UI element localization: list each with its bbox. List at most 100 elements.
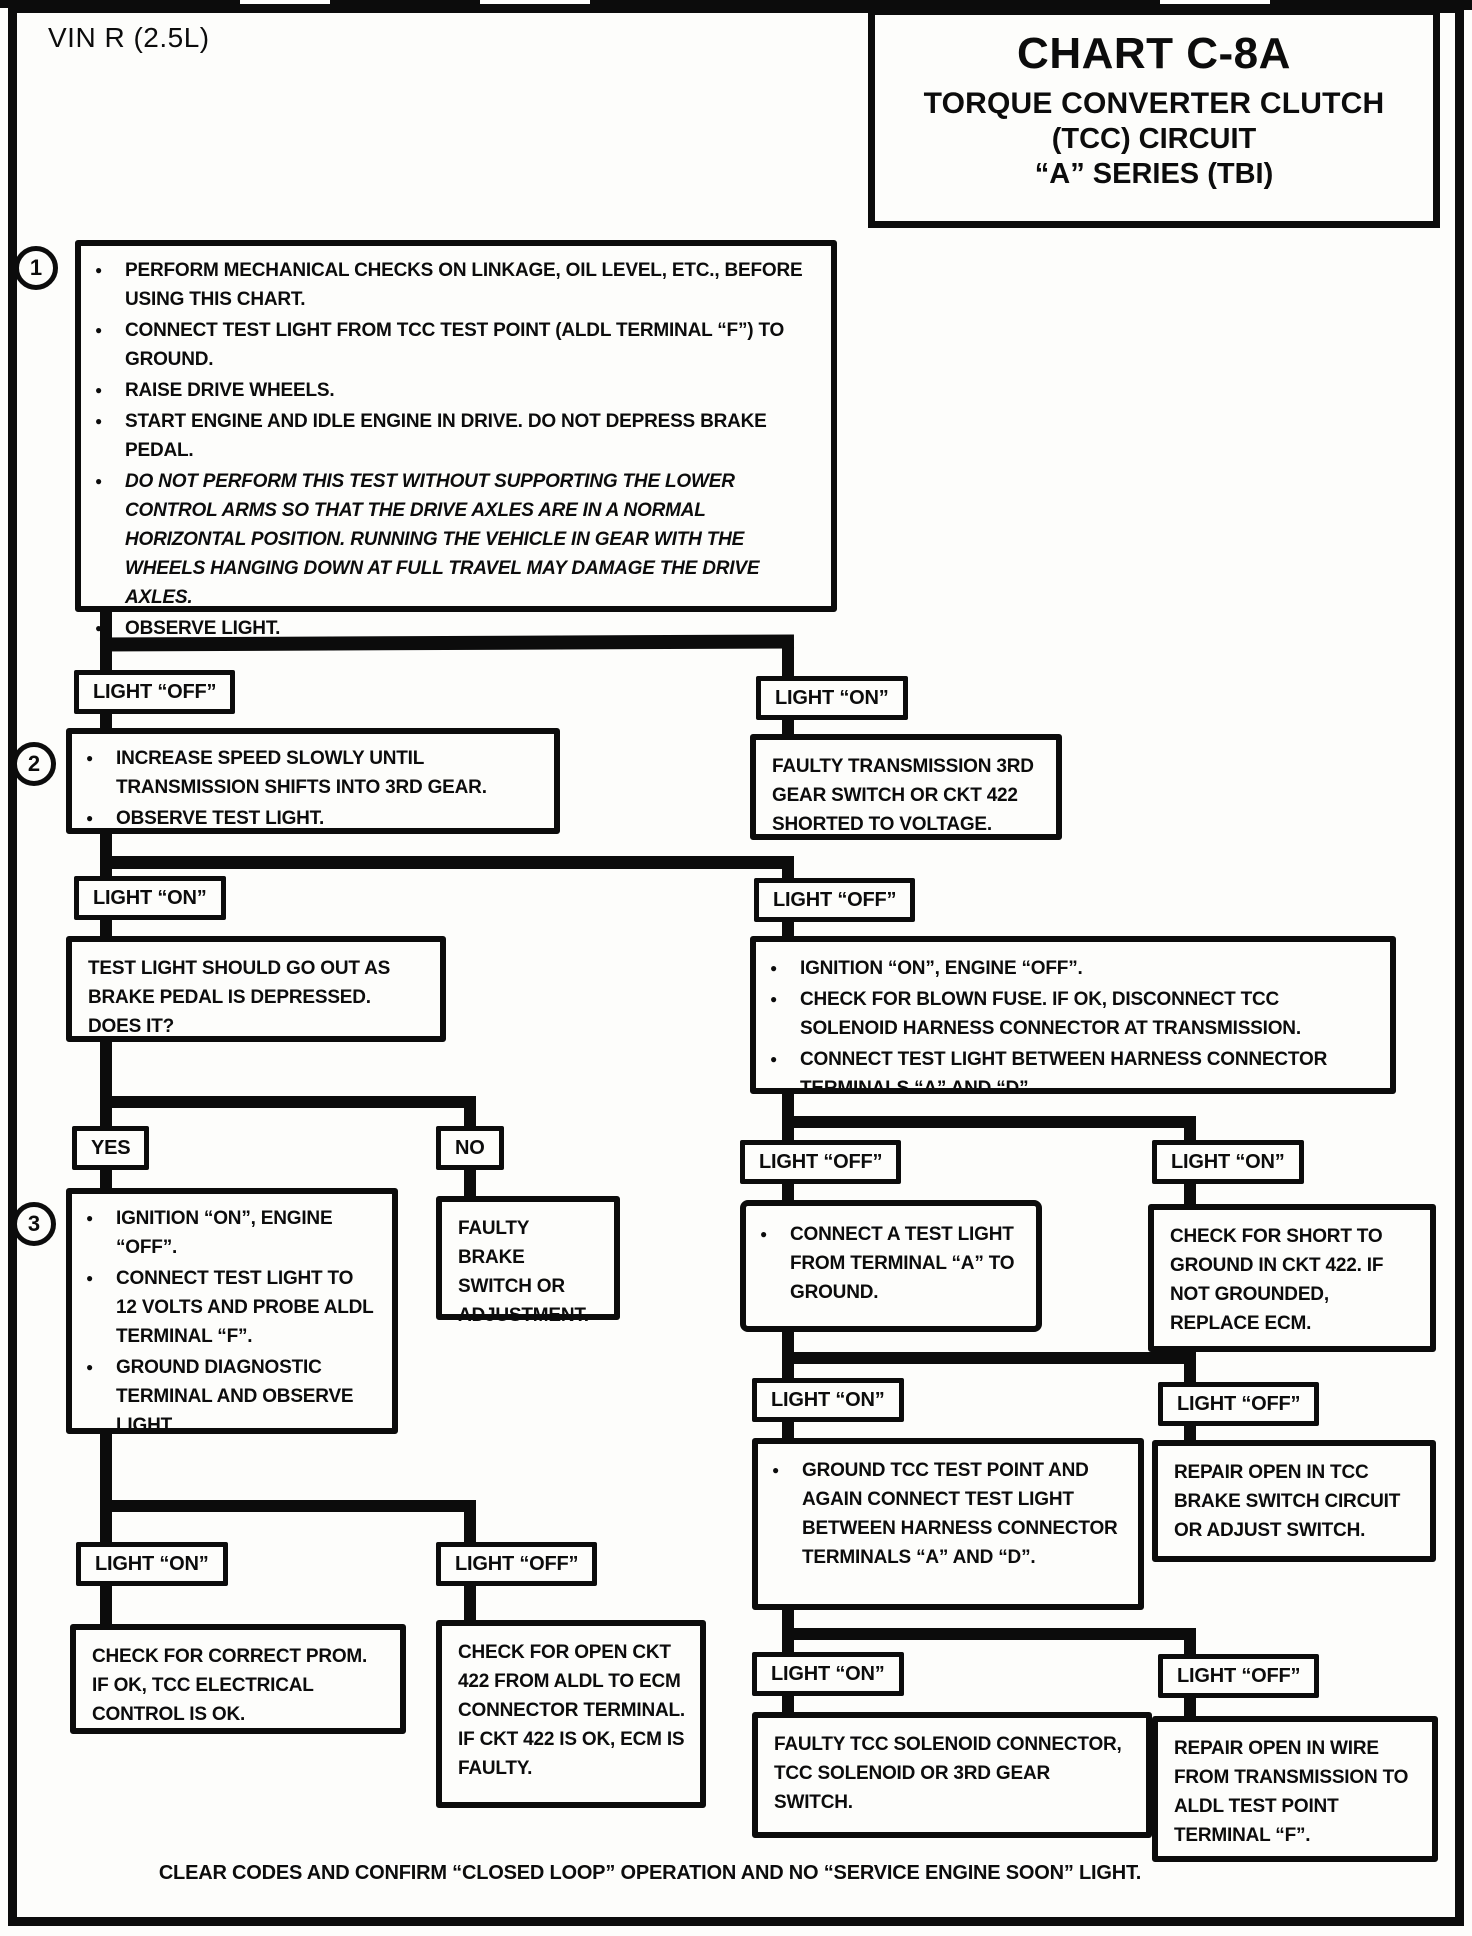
connector	[100, 1042, 112, 1098]
node-connect-terminal-a: CONNECT A TEST LIGHT FROM TERMINAL “A” T…	[740, 1200, 1042, 1332]
node-text: CHECK FOR CORRECT PROM. IF OK, TCC ELECT…	[92, 1646, 368, 1725]
connector	[100, 1108, 112, 1128]
connector	[100, 1434, 112, 1502]
connector	[464, 1586, 476, 1620]
connector	[99, 634, 795, 652]
node-repair-open-wire: REPAIR OPEN IN WIRE FROM TRANSMISSION TO…	[1152, 1716, 1438, 1862]
scan-artifact	[330, 0, 480, 9]
chart-title-line: “A” SERIES (TBI)	[1034, 158, 1274, 190]
chart-title-line: (TCC) CIRCUIT	[1051, 123, 1257, 155]
connector	[100, 1096, 476, 1108]
connector	[782, 1628, 1196, 1640]
connector	[1184, 1426, 1196, 1442]
vin-label: VIN R (2.5L)	[48, 22, 210, 53]
connector	[782, 1422, 794, 1440]
scan-artifact	[0, 0, 240, 8]
bullet-item: CONNECT TEST LIGHT FROM TCC TEST POINT (…	[81, 316, 813, 374]
node-fuse-harness: IGNITION “ON”, ENGINE “OFF”. CHECK FOR B…	[750, 936, 1396, 1099]
node-text: CHECK FOR OPEN CKT 422 FROM ALDL TO ECM …	[458, 1642, 686, 1779]
branch-label-light-off: LIGHT “OFF”	[740, 1140, 902, 1184]
node-check-short-ckt422: CHECK FOR SHORT TO GROUND IN CKT 422. IF…	[1148, 1204, 1436, 1352]
connector	[782, 922, 794, 936]
node-text: CHECK FOR SHORT TO GROUND IN CKT 422. IF…	[1170, 1226, 1384, 1334]
node-increase-speed: INCREASE SPEED SLOWLY UNTIL TRANSMISSION…	[66, 728, 560, 834]
connector	[464, 1170, 476, 1196]
branch-label-light-on: LIGHT “ON”	[752, 1652, 904, 1696]
node-repair-tcc-brake-switch: REPAIR OPEN IN TCC BRAKE SWITCH CIRCUIT …	[1152, 1440, 1436, 1562]
bullet-item: OBSERVE LIGHT.	[81, 614, 813, 643]
connector	[1184, 1128, 1196, 1142]
connector	[1184, 1184, 1196, 1204]
branch-label-light-on: LIGHT “ON”	[76, 1542, 228, 1586]
branch-label-light-off: LIGHT “OFF”	[754, 878, 916, 922]
chart-title-line: TORQUE CONVERTER CLUTCH	[923, 87, 1385, 120]
connector	[782, 1184, 794, 1200]
connector	[100, 1586, 112, 1624]
connector	[1184, 1698, 1196, 1716]
connector	[782, 1640, 794, 1654]
connector	[464, 1512, 476, 1542]
connector	[782, 1364, 794, 1380]
connector	[100, 1500, 476, 1512]
connector	[782, 1116, 1196, 1128]
connector	[100, 1512, 112, 1542]
bullet-item: RAISE DRIVE WHEELS.	[81, 376, 813, 405]
node-ground-tcc-test-point: GROUND TCC TEST POINT AND AGAIN CONNECT …	[752, 1438, 1144, 1610]
node-text: TEST LIGHT SHOULD GO OUT AS BRAKE PEDAL …	[88, 958, 391, 1037]
node-brake-test: TEST LIGHT SHOULD GO OUT AS BRAKE PEDAL …	[66, 936, 446, 1042]
footer-instruction: CLEAR CODES AND CONFIRM “CLOSED LOOP” OP…	[158, 1862, 1142, 1884]
connector	[100, 834, 112, 858]
step-circle-3: 3	[12, 1202, 56, 1246]
branch-label-light-off: LIGHT “OFF”	[436, 1542, 598, 1586]
branch-label-no: NO	[436, 1126, 504, 1170]
connector	[1184, 1364, 1196, 1384]
bullet-item: IGNITION “ON”, ENGINE “OFF”.	[72, 1204, 374, 1262]
connector	[782, 1696, 794, 1714]
node-check-open-ckt422: CHECK FOR OPEN CKT 422 FROM ALDL TO ECM …	[436, 1620, 706, 1808]
bullet-item: CONNECT A TEST LIGHT FROM TERMINAL “A” T…	[746, 1220, 1018, 1307]
connector	[782, 1610, 794, 1630]
connector	[100, 868, 112, 878]
branch-label-yes: YES	[72, 1126, 150, 1170]
branch-label-light-on: LIGHT “ON”	[1152, 1140, 1304, 1184]
chart-title-box: CHART C-8A TORQUE CONVERTER CLUTCH (TCC)…	[868, 8, 1440, 228]
connector	[782, 720, 794, 734]
bullet-item: PERFORM MECHANICAL CHECKS ON LINKAGE, OI…	[81, 256, 813, 314]
branch-label-light-off: LIGHT “OFF”	[1158, 1382, 1320, 1426]
bullet-item-warning: DO NOT PERFORM THIS TEST WITHOUT SUPPORT…	[81, 467, 813, 612]
chart-number: CHART C-8A	[1017, 29, 1291, 78]
branch-label-light-off: LIGHT “OFF”	[1158, 1654, 1320, 1698]
bullet-item: GROUND TCC TEST POINT AND AGAIN CONNECT …	[758, 1456, 1120, 1572]
connector	[100, 648, 112, 672]
connector	[100, 920, 112, 936]
node-faulty-trans-switch: FAULTY TRANSMISSION 3RD GEAR SWITCH OR C…	[750, 734, 1062, 840]
node-faulty-brake-switch: FAULTY BRAKE SWITCH OR ADJUSTMENT.	[436, 1196, 620, 1326]
bullet-item: OBSERVE TEST LIGHT.	[72, 804, 536, 833]
bullet-item: GROUND DIAGNOSTIC TERMINAL AND OBSERVE L…	[72, 1353, 374, 1440]
scan-artifact	[1270, 0, 1472, 10]
step-circle-2: 2	[12, 742, 56, 786]
branch-label-light-on: LIGHT “ON”	[74, 876, 226, 920]
bullet-item: INCREASE SPEED SLOWLY UNTIL TRANSMISSION…	[72, 744, 536, 802]
connector	[782, 1094, 794, 1118]
connector	[100, 714, 112, 728]
node-check-prom: CHECK FOR CORRECT PROM. IF OK, TCC ELECT…	[70, 1624, 406, 1734]
connector	[782, 868, 794, 880]
connector	[464, 1108, 476, 1128]
connector	[100, 612, 112, 638]
node-probe-aldl: IGNITION “ON”, ENGINE “OFF”. CONNECT TES…	[66, 1188, 398, 1436]
connector	[1184, 1640, 1196, 1656]
bullet-item: CONNECT TEST LIGHT BETWEEN HARNESS CONNE…	[756, 1045, 1372, 1103]
connector	[782, 1352, 1196, 1364]
connector	[782, 1128, 794, 1142]
node-text: REPAIR OPEN IN TCC BRAKE SWITCH CIRCUIT …	[1174, 1462, 1401, 1541]
connector	[100, 856, 794, 869]
connector	[100, 1170, 112, 1188]
connector	[782, 648, 794, 680]
node-text: REPAIR OPEN IN WIRE FROM TRANSMISSION TO…	[1174, 1738, 1409, 1846]
node-text: FAULTY TCC SOLENOID CONNECTOR, TCC SOLEN…	[774, 1734, 1122, 1813]
branch-label-light-on: LIGHT “ON”	[756, 676, 908, 720]
node-text: FAULTY TRANSMISSION 3RD GEAR SWITCH OR C…	[772, 756, 1034, 835]
bullet-item: IGNITION “ON”, ENGINE “OFF”.	[756, 954, 1372, 983]
